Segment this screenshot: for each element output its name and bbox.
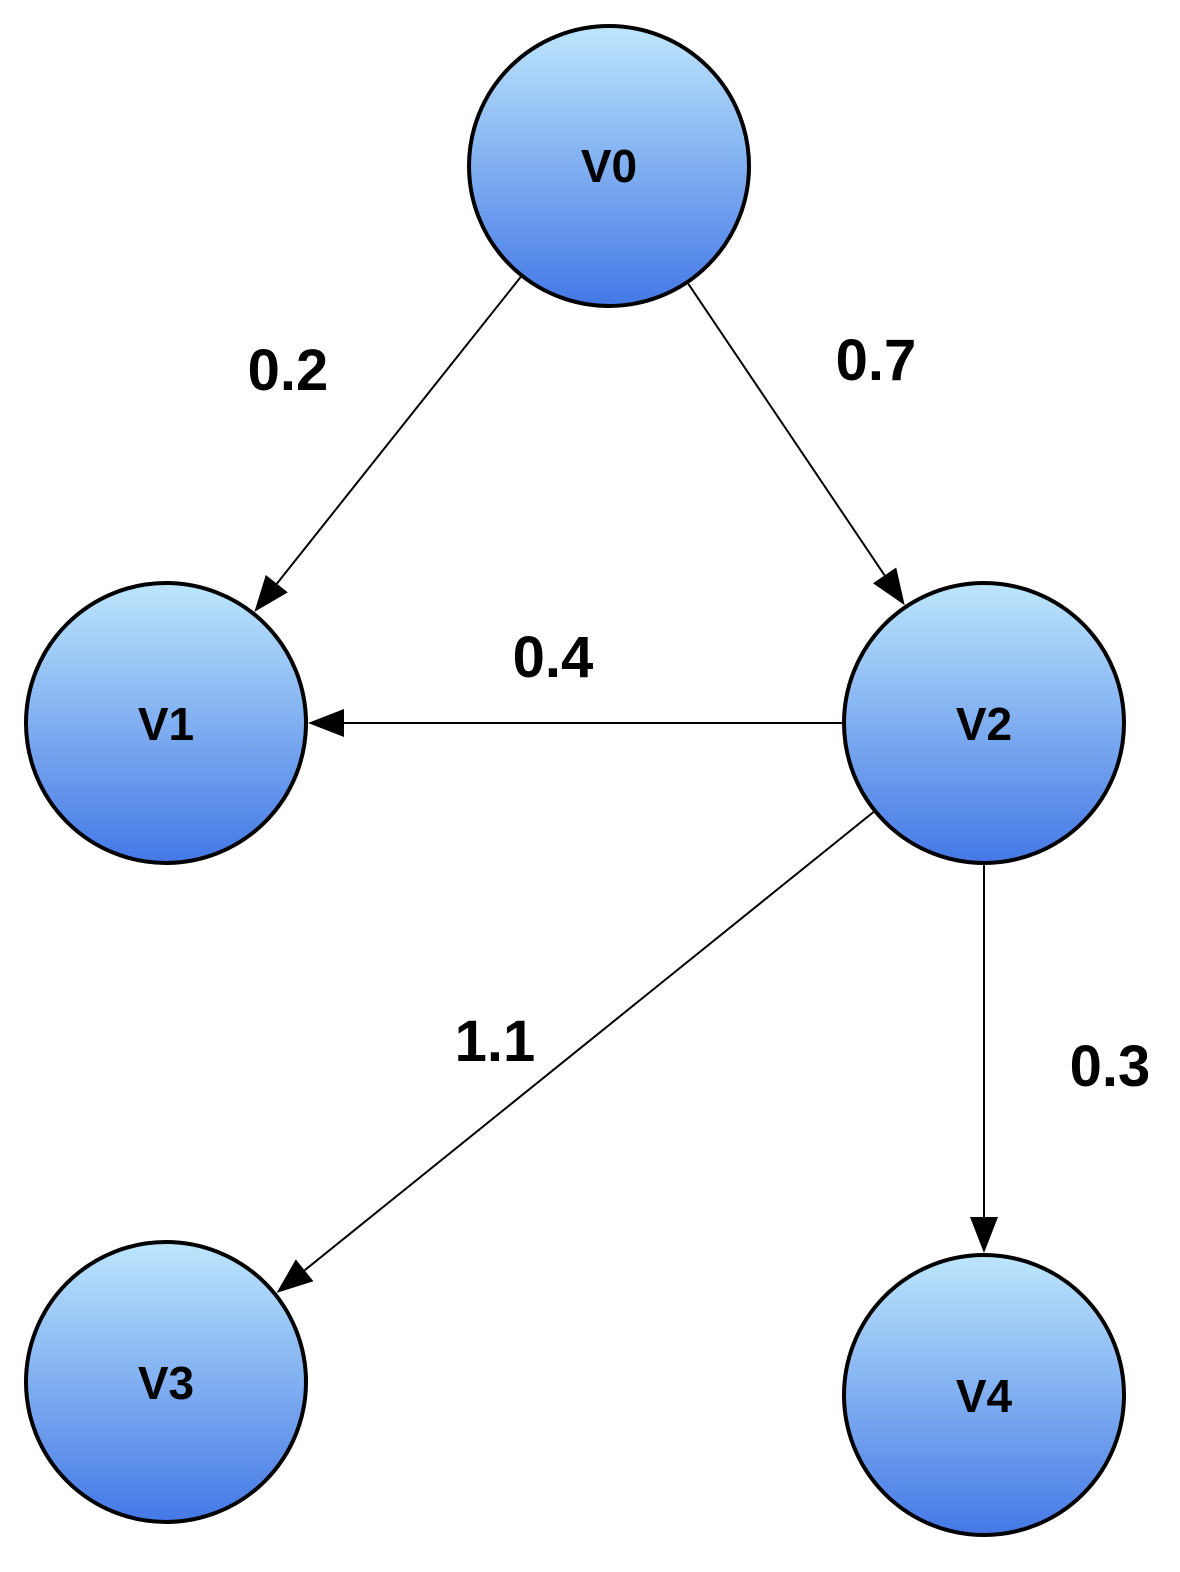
- edges: 0.2 0.7 0.4 1.1 0.3: [248, 276, 1150, 1293]
- edge-line-v0-v2: [687, 283, 886, 576]
- edge-weight-v2-v1: 0.4: [513, 625, 594, 690]
- node-circle-v3: [24, 1240, 308, 1524]
- arrowhead-v2-v3: [276, 1259, 314, 1293]
- node-circle-v2: [842, 581, 1126, 865]
- edge-weight-v2-v3: 1.1: [455, 1009, 536, 1074]
- arrowhead-v0-v1: [254, 575, 288, 612]
- node-v1[interactable]: V1: [24, 581, 308, 865]
- edge-weight-v0-v1: 0.2: [248, 338, 329, 403]
- node-label-v3: V3: [138, 1357, 194, 1409]
- edge-v0-v2[interactable]: 0.7: [687, 283, 917, 606]
- node-label-v1: V1: [138, 698, 194, 750]
- edge-weight-v0-v2: 0.7: [836, 328, 917, 393]
- node-v3[interactable]: V3: [24, 1240, 308, 1524]
- edge-v2-v4[interactable]: 0.3: [970, 865, 1150, 1253]
- nodes: V0 V1 V2 V3 V4: [24, 24, 1126, 1537]
- edge-weight-v2-v4: 0.3: [1070, 1034, 1151, 1099]
- edge-v2-v3[interactable]: 1.1: [276, 811, 875, 1293]
- edge-v2-v1[interactable]: 0.4: [308, 625, 842, 737]
- node-label-v0: V0: [581, 140, 637, 192]
- edge-line-v0-v1: [276, 276, 522, 585]
- node-circle-v4: [842, 1253, 1126, 1537]
- node-circle-v0: [467, 24, 751, 308]
- node-v2[interactable]: V2: [842, 581, 1126, 865]
- node-v0[interactable]: V0: [467, 24, 751, 308]
- node-label-v2: V2: [956, 698, 1012, 750]
- node-v4[interactable]: V4: [842, 1253, 1126, 1537]
- node-circle-v1: [24, 581, 308, 865]
- node-label-v4: V4: [956, 1370, 1013, 1422]
- edge-v0-v1[interactable]: 0.2: [248, 276, 522, 612]
- edge-line-v2-v3: [303, 811, 875, 1272]
- arrowhead-v2-v4: [970, 1217, 998, 1253]
- arrowhead-v2-v1: [308, 709, 344, 737]
- arrowhead-v0-v2: [873, 567, 905, 606]
